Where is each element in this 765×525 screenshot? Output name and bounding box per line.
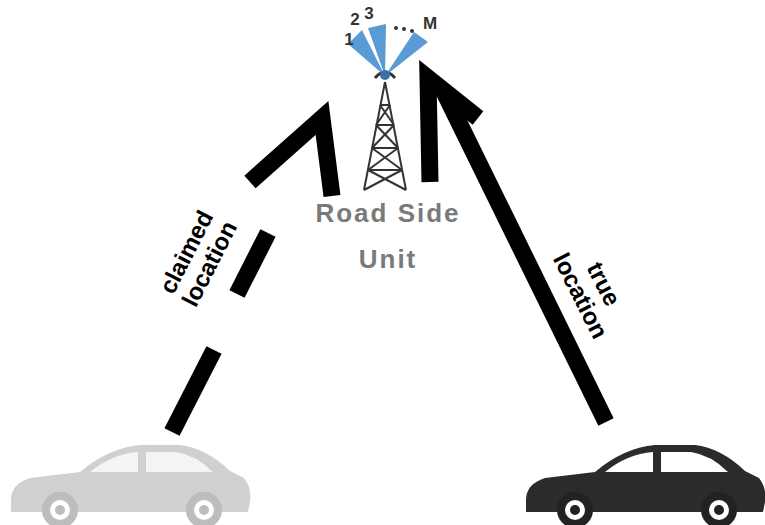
- beam-number: 1: [339, 30, 359, 49]
- beam-number: M: [418, 14, 442, 33]
- unit-label-box: Road Side Unit: [296, 190, 480, 282]
- beam-number: 3: [359, 4, 379, 23]
- beam-number: 2: [345, 10, 365, 29]
- antenna-beams: [348, 24, 428, 76]
- tower: [364, 72, 406, 190]
- unit-name: Road Side Unit: [296, 190, 480, 282]
- location-label: true location: [542, 225, 643, 356]
- beam-dots: [394, 26, 414, 33]
- black-car: [526, 445, 765, 525]
- gray-car: [11, 445, 250, 525]
- location-label: claimed location: [148, 193, 249, 324]
